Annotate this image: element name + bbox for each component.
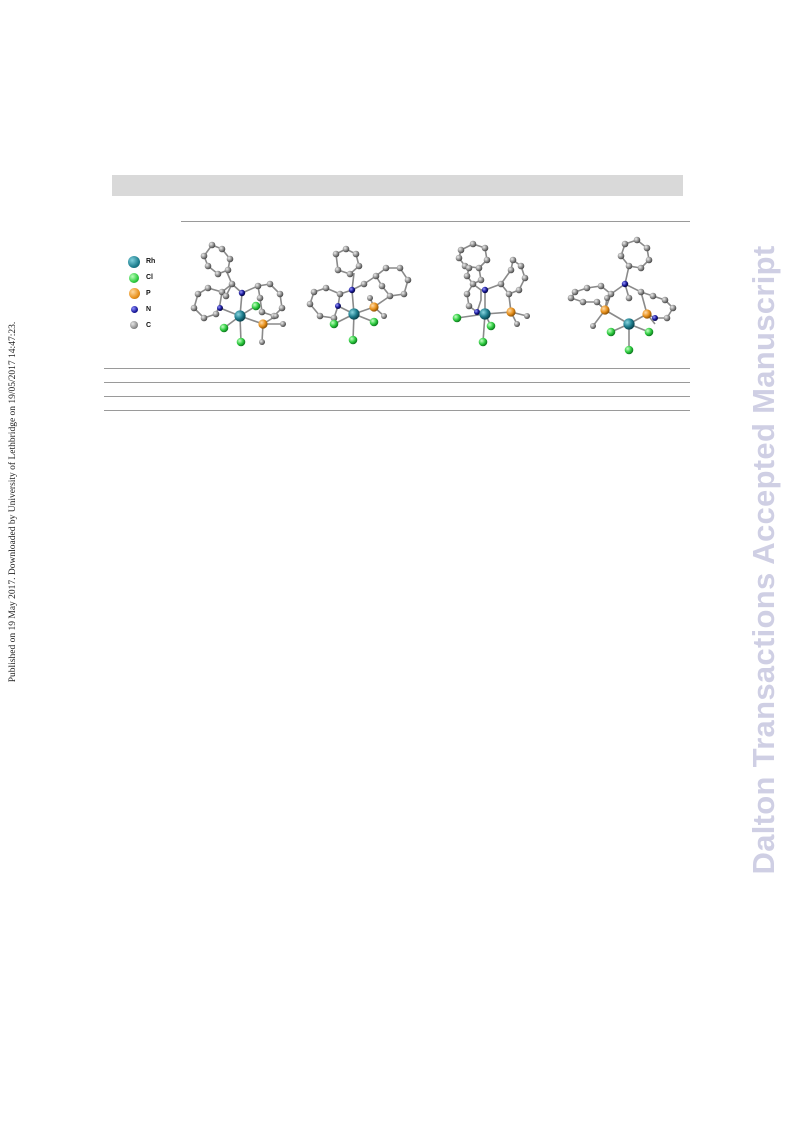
legend-item-cl: Cl bbox=[125, 272, 170, 286]
publication-side-note-text: Published on 19 May 2017. Downloaded by … bbox=[8, 321, 18, 683]
structure-4-graphic bbox=[567, 236, 677, 355]
watermark-text: Dalton Transactions Accepted Manuscript bbox=[746, 245, 781, 875]
legend-item-n: N bbox=[125, 304, 170, 318]
legend-label-p: P bbox=[146, 290, 151, 297]
legend-item-p: P bbox=[125, 288, 170, 302]
legend-item-rh: Rh bbox=[125, 256, 170, 270]
structure-3-graphic bbox=[452, 240, 530, 347]
table-header-bar bbox=[112, 175, 683, 196]
table-bottom-rule bbox=[104, 410, 690, 411]
c-atom-icon bbox=[130, 321, 138, 329]
cl-atom-icon bbox=[129, 273, 139, 283]
structure-4 bbox=[563, 234, 685, 356]
table-rule-2 bbox=[104, 382, 690, 383]
p-atom-icon bbox=[129, 288, 140, 299]
structure-2-graphic bbox=[306, 245, 412, 345]
table-rule-3 bbox=[104, 396, 690, 397]
rh-atom-icon bbox=[128, 256, 140, 268]
structure-2 bbox=[302, 240, 417, 350]
structure-3 bbox=[445, 238, 545, 350]
structure-1 bbox=[186, 236, 296, 351]
table-top-rule bbox=[181, 221, 690, 222]
legend-label-cl: Cl bbox=[146, 274, 153, 281]
n-atom-icon bbox=[131, 306, 138, 313]
structure-1-graphic bbox=[190, 241, 286, 347]
legend-item-c: C bbox=[125, 320, 170, 334]
legend-label-n: N bbox=[146, 306, 152, 313]
legend-label-c: C bbox=[146, 322, 152, 329]
table-rule-1 bbox=[104, 368, 690, 369]
legend-label-rh: Rh bbox=[146, 258, 156, 265]
